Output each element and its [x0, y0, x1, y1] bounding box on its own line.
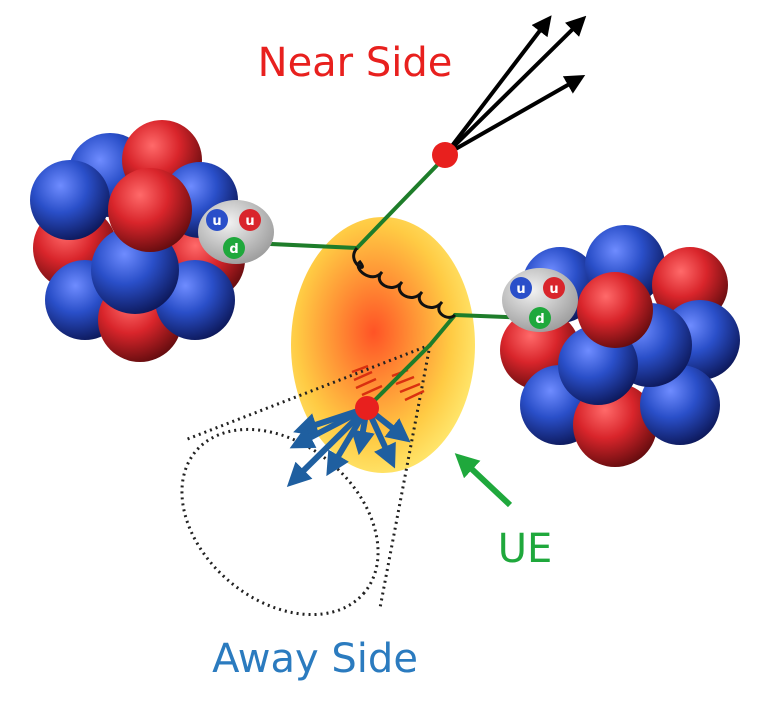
ue-medium	[291, 217, 475, 473]
right-parton-cluster: u u d	[502, 268, 578, 332]
left-parton-3: d	[229, 242, 238, 257]
ue-arrow-icon	[454, 453, 513, 508]
left-parton-1: u	[212, 214, 221, 229]
away-side-vertex	[355, 396, 379, 420]
left-nucleus	[30, 120, 245, 362]
away-side-label: Away Side	[212, 636, 418, 682]
right-parton-1: u	[516, 282, 525, 297]
right-nucleus	[500, 225, 740, 467]
away-side-cone	[184, 343, 432, 609]
left-parton-2: u	[245, 214, 254, 229]
near-side-label: Near Side	[258, 40, 453, 86]
near-side-jet	[443, 15, 587, 157]
near-side-vertex	[432, 142, 458, 168]
away-parton-line	[365, 343, 432, 410]
gluon-line	[352, 247, 457, 319]
right-parton-3: d	[535, 312, 544, 327]
right-parton-2: u	[549, 282, 558, 297]
left-parton-cluster: u u d	[198, 200, 274, 264]
away-side-shower	[351, 364, 425, 402]
ue-label: UE	[498, 526, 553, 572]
